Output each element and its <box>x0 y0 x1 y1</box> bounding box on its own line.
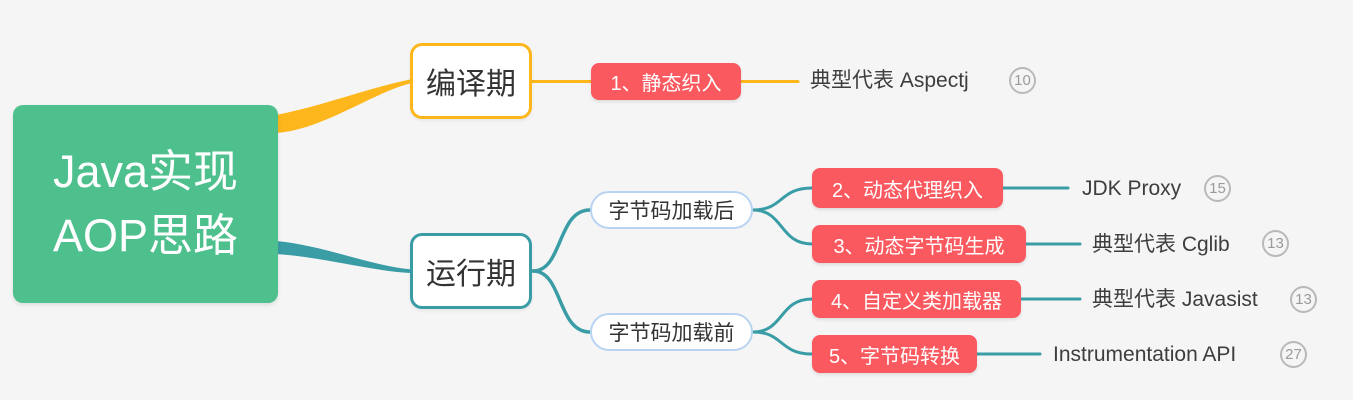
leaf-node-javasist[interactable]: 典型代表 Javasist <box>1092 288 1258 311</box>
branch-root-compile <box>276 79 410 133</box>
connector-runtime-pill-before <box>531 269 592 334</box>
connector-pillafter-m2 <box>751 186 814 212</box>
pill-node-after-bytecode-load[interactable]: 字节码加载后 <box>590 191 753 229</box>
method-node-5-bytecode-transform[interactable]: 5、字节码转换 <box>812 335 977 373</box>
connector-runtime-pill-after <box>531 208 592 273</box>
stage-node-runtime[interactable]: 运行期 <box>410 233 532 309</box>
connector-pillbefore-m5 <box>751 330 814 356</box>
stage-node-compile-time[interactable]: 编译期 <box>410 43 532 119</box>
leaf-node-cglib[interactable]: 典型代表 Cglib <box>1092 233 1230 256</box>
root-node[interactable]: Java实现 AOP思路 <box>13 105 278 303</box>
count-badge-jdk-proxy[interactable]: 15 <box>1204 175 1231 202</box>
leaf-node-jdk-proxy[interactable]: JDK Proxy <box>1082 177 1182 200</box>
count-badge-aspectj[interactable]: 10 <box>1009 67 1036 94</box>
method-node-2-dynamic-proxy-weaving[interactable]: 2、动态代理织入 <box>812 168 1003 208</box>
method-node-4-custom-classloader[interactable]: 4、自定义类加载器 <box>812 280 1021 318</box>
root-title-line1: Java实现 <box>52 146 239 197</box>
count-badge-instrumentation-api[interactable]: 27 <box>1280 341 1307 368</box>
connector-pillbefore-m4 <box>751 297 814 334</box>
root-title-line2: AOP思路 <box>52 210 239 261</box>
leaf-node-aspectj[interactable]: 典型代表 Aspectj <box>810 69 969 92</box>
count-badge-javasist[interactable]: 13 <box>1290 286 1317 313</box>
count-badge-cglib[interactable]: 13 <box>1262 230 1289 257</box>
method-node-3-dynamic-bytecode-generation[interactable]: 3、动态字节码生成 <box>812 225 1026 263</box>
pill-node-before-bytecode-load[interactable]: 字节码加载前 <box>590 313 753 351</box>
connector-pillafter-m3 <box>751 208 814 246</box>
method-node-1-static-weaving[interactable]: 1、静态织入 <box>591 63 741 100</box>
branch-root-runtime <box>276 241 410 273</box>
leaf-node-instrumentation-api[interactable]: Instrumentation API <box>1053 343 1237 366</box>
